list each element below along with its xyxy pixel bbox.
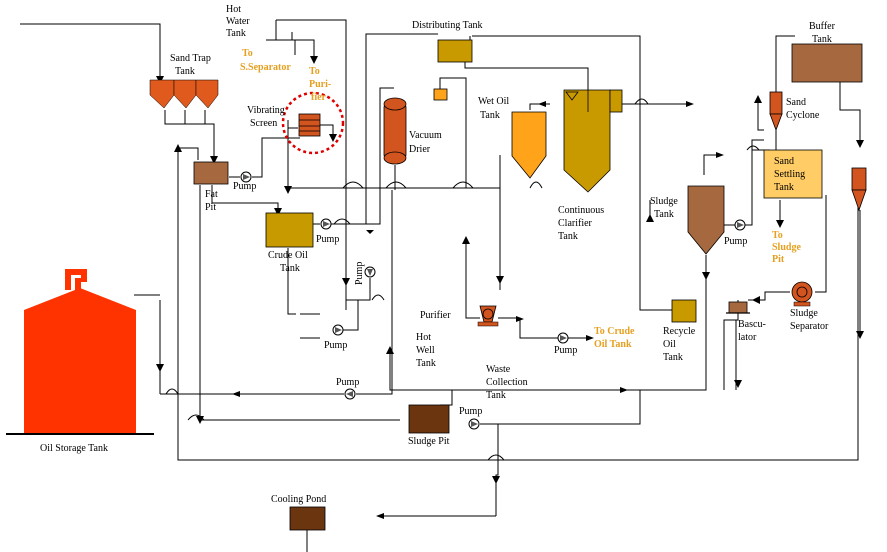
label-oil-storage-tank: Oil Storage Tank	[40, 443, 108, 454]
vacuum-drier	[383, 97, 407, 165]
crude-oil-tank	[265, 212, 314, 248]
pump-sludge-pit	[468, 418, 480, 430]
label-to-sludge-pit: To Sludge Pit	[772, 230, 803, 265]
pump-vertical	[364, 266, 376, 278]
label-sludge-pit: Sludge Pit	[408, 436, 450, 447]
label-wet-oil-tank: Wet Oil Tank	[478, 96, 512, 121]
buffer-tank	[791, 43, 863, 83]
pump-fat-pit	[240, 171, 252, 183]
label-to-purifier: To Puri- fier	[309, 66, 334, 103]
label-basculator: Bascu- lator	[738, 319, 768, 343]
label-sand-trap-tank: Sand Trap Tank	[170, 53, 213, 77]
wet-oil-tank	[511, 111, 547, 179]
pump-crude-oil	[320, 218, 332, 230]
oil-storage-tank	[6, 269, 154, 435]
basculator	[726, 301, 750, 314]
label-continuous-clarifier-tank: Continuous Clarifier Tank	[558, 205, 607, 242]
label-fat-pit: Fat Pit	[205, 189, 220, 213]
label-pump-sludge-pit: Pump	[459, 406, 482, 417]
pipe-crossings	[165, 98, 760, 461]
sand-cyclone	[769, 91, 783, 132]
label-vacuum-drier: Vacuum Drier	[409, 130, 444, 155]
label-pump-lower-left: Pump	[324, 340, 347, 351]
vibrating-screen	[298, 113, 321, 137]
label-hot-water-tank: Hot Water Tank	[226, 4, 252, 39]
labels: Hot Water Tank To S.Separator To Puri- f…	[40, 4, 837, 505]
label-crude-oil-tank: Crude Oil Tank	[268, 250, 310, 274]
label-pump-sludge: Pump	[724, 236, 747, 247]
label-to-s-separator: To S.Separator	[240, 48, 291, 73]
label-pump-crude: Pump	[316, 234, 339, 245]
label-cooling-pond: Cooling Pond	[271, 494, 326, 505]
flow-arrows	[156, 56, 864, 519]
label-buffer-tank: Buffer Tank	[809, 21, 837, 45]
label-pump-fat: Pump	[233, 181, 256, 192]
label-sand-cyclone: Sand Cyclone	[786, 97, 820, 121]
recycle-oil-tank	[671, 299, 697, 323]
label-sludge-tank: Sludge Tank	[650, 196, 680, 220]
label-sand-settling-tank: Sand Settling Tank	[774, 156, 808, 193]
purifier	[477, 305, 499, 327]
label-vibrating-screen: Vibrating Screen	[247, 105, 287, 129]
right-cyclone	[851, 167, 867, 212]
label-recycle-oil-tank: Recycle Oil Tank	[663, 326, 698, 363]
highlight-circle	[281, 91, 345, 155]
fat-pit	[193, 161, 229, 185]
pump-purifier	[557, 332, 569, 344]
pump-lower-left	[332, 324, 344, 336]
label-pump-purifier: Pump	[554, 345, 577, 356]
pump-sludge-tank	[734, 219, 746, 231]
label-waste-collection-tank: Waste Collection Tank	[486, 364, 530, 401]
label-hot-well-tank: Hot Well Tank	[416, 332, 437, 369]
label-purifier: Purifier	[420, 310, 451, 321]
label-pump-return: Pump	[336, 377, 359, 388]
sludge-pit	[408, 404, 450, 434]
cooling-pond	[289, 506, 326, 531]
pump-hot-well	[344, 388, 356, 400]
sludge-separator	[791, 281, 813, 307]
label-sludge-separator: Sludge Separator	[790, 308, 829, 332]
distributing-tank	[437, 39, 473, 63]
continuous-clarifier-tank	[563, 89, 623, 193]
sludge-tank	[687, 185, 725, 255]
label-to-crude-oil-tank: To Crude Oil Tank	[594, 326, 637, 350]
sand-trap-tank	[149, 79, 219, 109]
label-distributing-tank: Distributing Tank	[412, 20, 483, 31]
sand-settling-tank	[763, 149, 823, 199]
small-feed-tank	[433, 88, 448, 101]
label-pump-vertical: Pump	[354, 262, 365, 285]
